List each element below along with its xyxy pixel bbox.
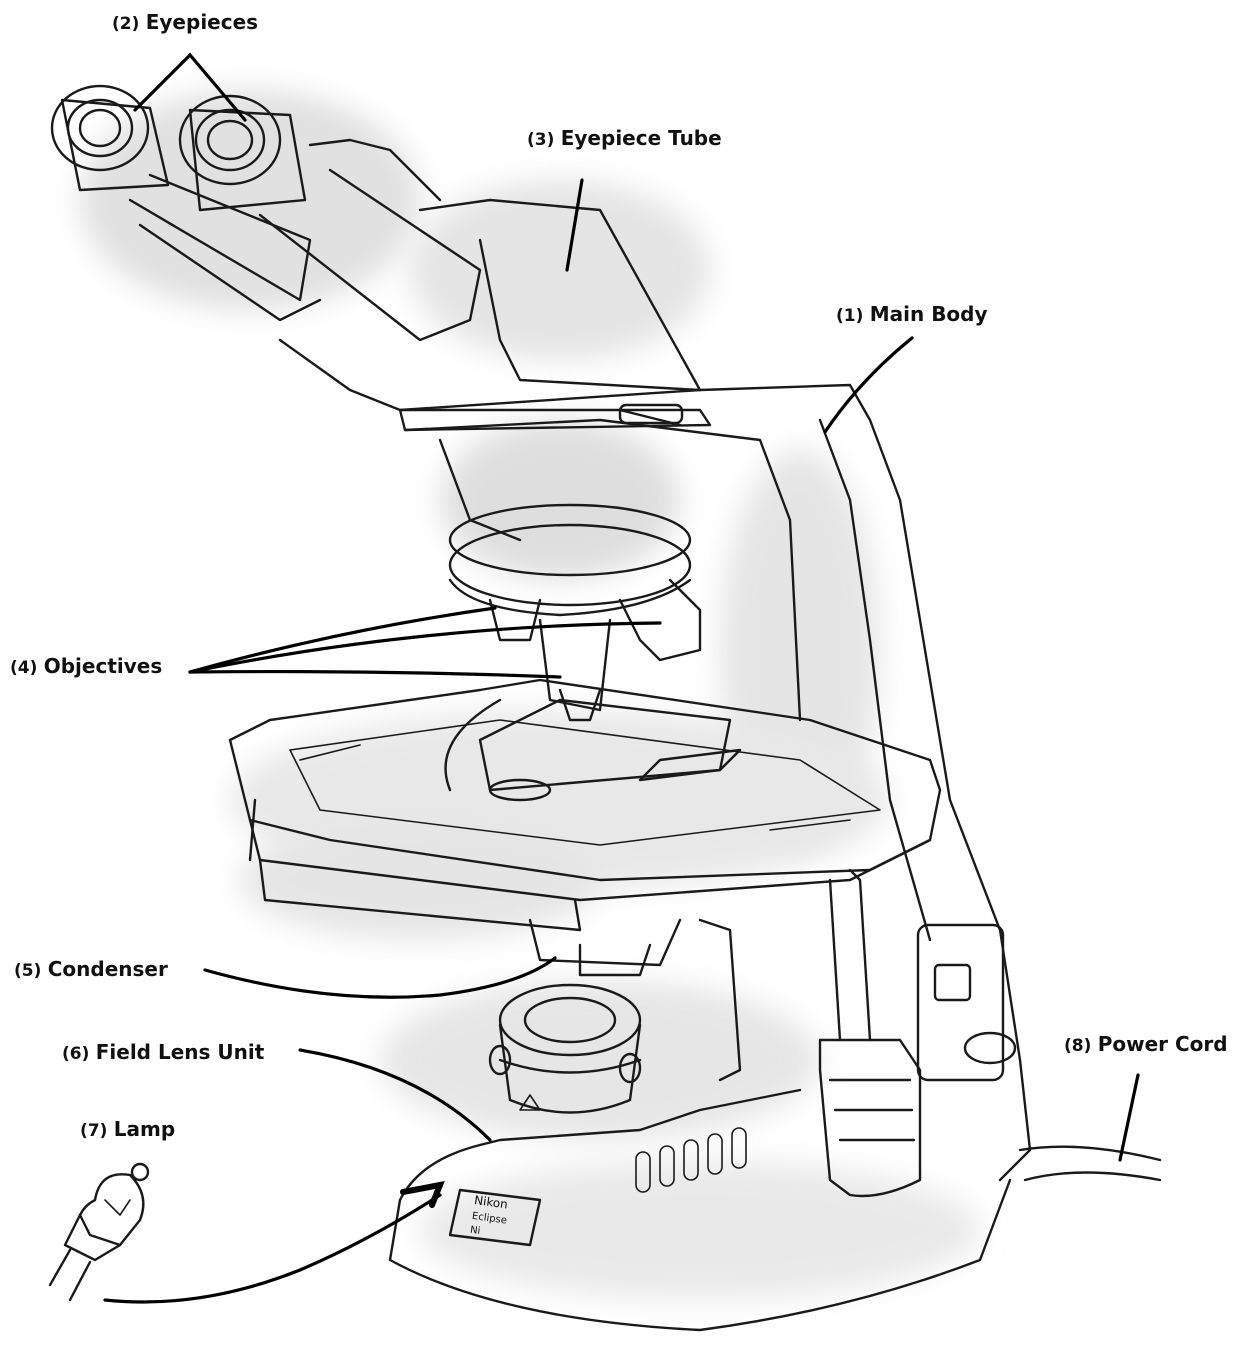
leader-objective-3 [190,672,560,677]
shading [80,90,980,1300]
label-eyepiece-tube-text: Eyepiece Tube [561,126,722,150]
label-condenser-number: (5) [14,961,41,981]
label-main-body-text: Main Body [870,302,988,326]
label-condenser: (5) Condenser [14,957,168,981]
label-main-body-number: (1) [836,306,863,326]
label-condenser-text: Condenser [48,957,168,981]
lamp-drawing [50,1164,148,1300]
label-objectives-text: Objectives [44,654,163,678]
label-lamp: (7) Lamp [80,1117,175,1141]
label-power-cord-number: (8) [1064,1036,1091,1056]
leader-power-cord [1120,1075,1138,1160]
label-field-lens-unit-text: Field Lens Unit [96,1040,265,1064]
label-eyepieces-text: Eyepieces [146,10,258,34]
label-eyepiece-tube-number: (3) [527,130,554,150]
leader-lamp [105,1195,440,1302]
sticker-line3: Ni [469,1225,481,1237]
label-objectives-number: (4) [10,658,37,678]
label-field-lens-unit: (6) Field Lens Unit [62,1040,264,1064]
label-objectives: (4) Objectives [10,654,162,678]
leader-lamp-arrowhead [403,1185,440,1205]
label-lamp-number: (7) [80,1121,107,1141]
label-eyepieces-number: (2) [112,14,139,34]
leader-objective-2 [190,623,660,672]
label-field-lens-unit-number: (6) [62,1044,89,1064]
power-cord-drawing [1020,1147,1160,1180]
label-power-cord: (8) Power Cord [1064,1032,1228,1056]
label-lamp-text: Lamp [114,1117,175,1141]
label-eyepiece-tube: (3) Eyepiece Tube [527,126,722,150]
label-eyepieces: (2) Eyepieces [112,10,258,34]
label-main-body: (1) Main Body [836,302,988,326]
label-power-cord-text: Power Cord [1098,1032,1228,1056]
